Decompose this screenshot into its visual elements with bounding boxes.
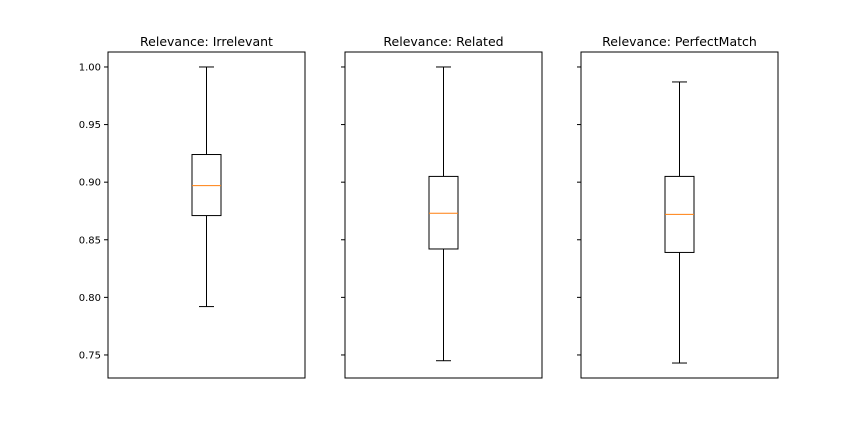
y-tick-label: 0.80 bbox=[79, 293, 101, 304]
y-tick-label: 0.90 bbox=[79, 178, 101, 189]
iqr-box bbox=[191, 154, 222, 217]
panel-title: Relevance: Related bbox=[383, 34, 503, 49]
y-tick-label: 0.95 bbox=[79, 120, 101, 131]
axes-frame bbox=[107, 51, 306, 379]
panel-title: Relevance: PerfectMatch bbox=[602, 34, 757, 49]
y-tick-label: 0.75 bbox=[79, 350, 101, 361]
panels-group: Relevance: Irrelevant 0.75 0.80 0.85 0.90 0.9… bbox=[79, 34, 779, 379]
iqr-box bbox=[428, 175, 459, 250]
axes-frame bbox=[580, 51, 779, 379]
panel-title: Relevance: Irrelevant bbox=[140, 34, 273, 49]
panel-2: Relevance: Related bbox=[341, 34, 543, 379]
y-tick-label: 1.00 bbox=[79, 62, 101, 73]
y-tick-label: 0.85 bbox=[79, 235, 101, 246]
panel-1: Relevance: Irrelevant 0.75 0.80 0.85 0.90 0.9… bbox=[79, 34, 306, 379]
panel-3: Relevance: PerfectMatch bbox=[577, 34, 779, 379]
axes-frame bbox=[344, 51, 543, 379]
